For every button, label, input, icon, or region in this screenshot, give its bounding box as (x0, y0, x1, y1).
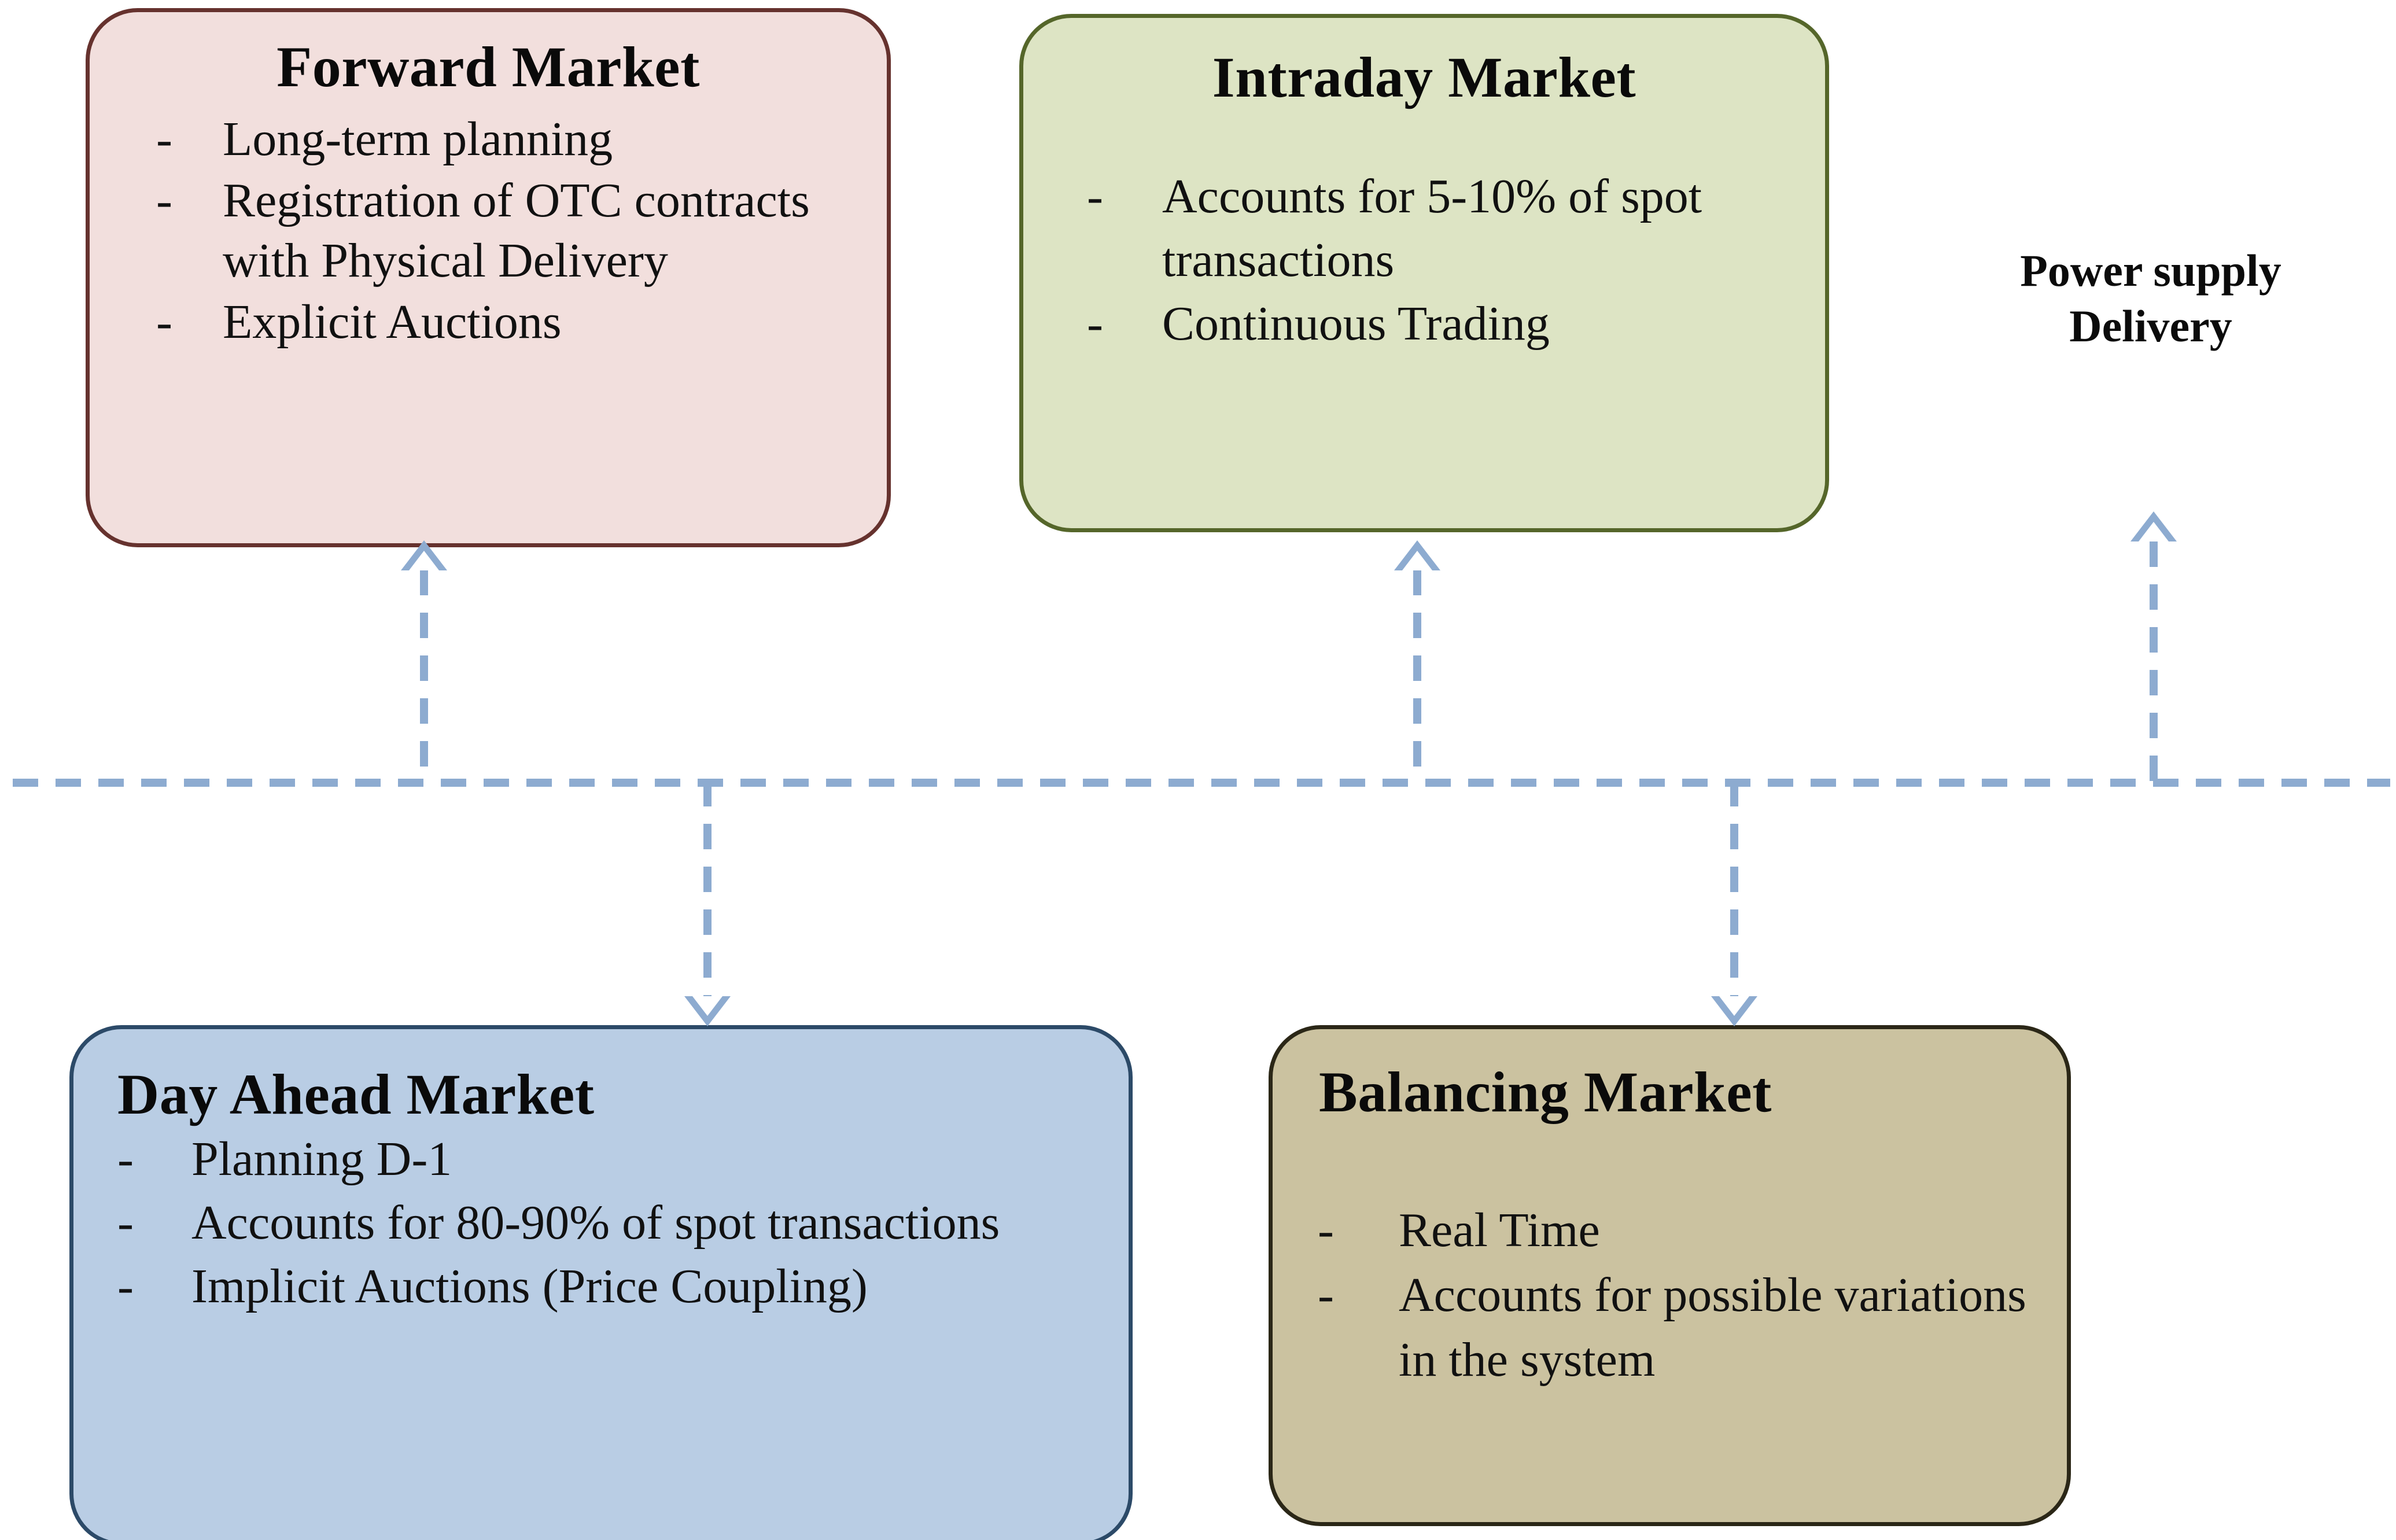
bullet-text: Accounts for 80-90% of spot transactions (191, 1196, 1000, 1250)
intraday-market-arrow-up-icon (1394, 540, 1440, 570)
bullet-dash-icon: - (1087, 297, 1103, 351)
list-item: - Registration of OTC contracts with Phy… (156, 171, 887, 291)
list-item: - Continuous Trading (1087, 292, 1825, 356)
list-item: - Planning D-1 (117, 1129, 1129, 1190)
day-ahead-market-box[interactable]: Day Ahead Market - Planning D-1 - Accoun… (69, 1025, 1133, 1540)
balancing-market-box[interactable]: Balancing Market - Real Time - Accounts … (1269, 1025, 2071, 1526)
list-item: - Accounts for 5-10% of spot transaction… (1087, 165, 1825, 292)
forward-market-arrow-up-icon (401, 540, 447, 570)
list-item: - Real Time (1318, 1198, 2067, 1263)
day-ahead-market-arrow-down-icon (684, 996, 731, 1026)
bullet-text: Accounts for 5-10% of spot transactions (1162, 170, 1702, 287)
list-item: - Accounts for possible variations in th… (1318, 1263, 2067, 1392)
power-supply-connector-line (2150, 541, 2158, 783)
bullet-text: Accounts for possible variations in the … (1399, 1268, 2026, 1387)
intraday-market-box[interactable]: Intraday Market - Accounts for 5-10% of … (1019, 14, 1829, 532)
bullet-dash-icon: - (117, 1196, 134, 1250)
power-supply-line-2: Delivery (2069, 301, 2232, 351)
intraday-market-title: Intraday Market (1212, 45, 1636, 109)
forward-market-title: Forward Market (277, 35, 700, 99)
forward-market-box[interactable]: Forward Market - Long-term planning - Re… (86, 8, 891, 547)
bullet-dash-icon: - (156, 295, 172, 349)
bullet-text: Continuous Trading (1162, 297, 1550, 351)
balancing-market-arrow-down-icon (1711, 996, 1757, 1026)
bullet-dash-icon: - (1318, 1268, 1334, 1322)
day-ahead-market-title: Day Ahead Market (117, 1062, 595, 1126)
list-item: - Implicit Auctions (Price Coupling) (117, 1256, 1129, 1317)
bullet-dash-icon: - (1318, 1203, 1334, 1257)
bullet-text: Explicit Auctions (223, 295, 562, 349)
intraday-market-connector-line (1413, 570, 1421, 783)
list-item: - Explicit Auctions (156, 292, 887, 352)
bullet-dash-icon: - (156, 174, 172, 227)
bullet-text: Registration of OTC contracts with Physi… (223, 174, 810, 288)
forward-market-connector-line (420, 570, 428, 783)
day-ahead-market-connector-line (703, 781, 712, 996)
bullet-dash-icon: - (156, 112, 172, 166)
timeline-dashed-line (13, 779, 2390, 787)
bullet-dash-icon: - (117, 1259, 134, 1313)
day-ahead-market-bullets: - Planning D-1 - Accounts for 80-90% of … (73, 1129, 1129, 1317)
balancing-market-bullets: - Real Time - Accounts for possible vari… (1273, 1198, 2067, 1392)
bullet-dash-icon: - (1087, 170, 1103, 223)
bullet-text: Long-term planning (223, 112, 613, 166)
bullet-text: Real Time (1399, 1203, 1600, 1257)
bullet-text: Planning D-1 (191, 1132, 452, 1186)
list-item: - Accounts for 80-90% of spot transactio… (117, 1192, 1129, 1254)
balancing-market-connector-line (1730, 781, 1738, 996)
bullet-text: Implicit Auctions (Price Coupling) (191, 1259, 868, 1313)
intraday-market-bullets: - Accounts for 5-10% of spot transaction… (1023, 165, 1825, 356)
bullet-dash-icon: - (117, 1132, 134, 1186)
forward-market-bullets: - Long-term planning - Registration of O… (90, 109, 887, 352)
balancing-market-title: Balancing Market (1319, 1060, 1772, 1124)
power-supply-line-1: Power supply (2020, 245, 2281, 296)
list-item: - Long-term planning (156, 109, 887, 170)
power-supply-delivery-label: Power supply Delivery (1948, 243, 2353, 354)
power-supply-arrow-up-icon (2130, 511, 2177, 541)
